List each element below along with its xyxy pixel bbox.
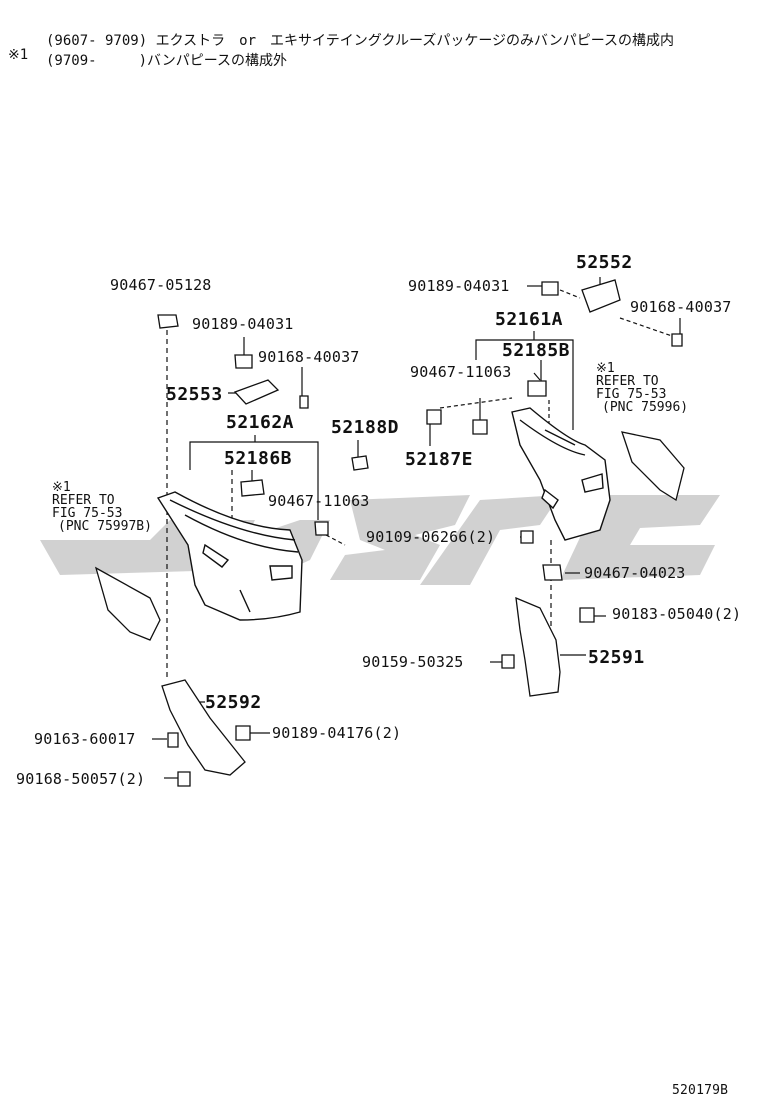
retainer-52188D: [351, 455, 369, 471]
part-label[interactable]: 52591: [588, 647, 645, 668]
ref-piece-right: [621, 431, 685, 502]
retainer-52187E: [426, 409, 442, 425]
part-label[interactable]: 90467-11063: [410, 363, 512, 381]
part-label[interactable]: 90109-06266(2): [366, 528, 496, 546]
leader: [533, 372, 541, 381]
leader: [439, 397, 513, 409]
ref-line: REFER TO: [52, 493, 115, 508]
ref-mark: ※1: [596, 361, 615, 376]
ref-mark: ※1: [52, 480, 71, 495]
bolt-90168-40037-left: [299, 395, 309, 409]
part-label[interactable]: 52187E: [405, 449, 474, 470]
part-label[interactable]: 52553: [166, 384, 223, 405]
part-label[interactable]: 90168-40037: [258, 348, 360, 366]
bolt-90168-50057: [177, 771, 191, 787]
retainer-52186B: [240, 479, 265, 497]
part-label[interactable]: 52186B: [224, 448, 293, 469]
part-label[interactable]: 90159-50325: [362, 653, 464, 671]
ref-line: FIG 75-53: [52, 506, 123, 521]
part-label[interactable]: 90168-50057(2): [16, 770, 146, 788]
ref-line: FIG 75-53: [596, 387, 667, 402]
part-label[interactable]: 90183-05040(2): [612, 605, 742, 623]
header-line-2: (9709- )バンパピースの構成外: [46, 53, 288, 69]
part-label[interactable]: 90467-11063: [268, 492, 370, 510]
ref-line: (PNC 75996): [602, 400, 689, 415]
part-label[interactable]: 90189-04176(2): [272, 724, 402, 742]
part-label[interactable]: 90189-04031: [192, 315, 294, 333]
leader: [325, 534, 346, 546]
bracket-52552: [581, 279, 621, 313]
retainer-52185B: [472, 419, 488, 435]
bracket-52591: [515, 596, 561, 697]
part-label[interactable]: 52162A: [226, 412, 295, 433]
bolt-90159-50325: [501, 654, 515, 669]
bumper-piece-right: [511, 407, 611, 541]
ref-note-left: ※1 REFER TO FIG 75-53 (PNC 75997B): [52, 481, 152, 533]
bumper-piece-left: [156, 491, 303, 621]
bracket-52162A: [189, 441, 319, 520]
clip-90467-11063-left: [314, 521, 329, 536]
nut-90189-04031-left: [234, 354, 253, 369]
leader: [619, 317, 673, 337]
nut-90189-04031-right: [541, 281, 559, 296]
part-label[interactable]: 52161A: [495, 309, 564, 330]
clip-90467-11063-right: [527, 380, 547, 397]
bolt-90168-40037-right: [671, 333, 683, 347]
part-label[interactable]: 52188D: [331, 417, 400, 438]
screw-90109-06266: [520, 530, 534, 544]
nut-90183-05040: [579, 607, 595, 623]
part-label[interactable]: 52592: [205, 692, 262, 713]
nut-90189-04176: [235, 725, 251, 741]
part-label[interactable]: 90467-04023: [584, 564, 686, 582]
leader: [559, 289, 581, 299]
header-mark: ※1: [8, 47, 29, 63]
ref-note-right: ※1 REFER TO FIG 75-53 (PNC 75996): [596, 362, 688, 414]
part-label[interactable]: 90189-04031: [408, 277, 510, 295]
part-label[interactable]: 52552: [576, 252, 633, 273]
figure-id: 520179B: [672, 1083, 729, 1098]
part-label[interactable]: 90168-40037: [630, 298, 732, 316]
ref-line: (PNC 75997B): [58, 519, 152, 534]
ref-piece-left: [94, 566, 161, 641]
part-label[interactable]: 52185B: [502, 340, 571, 361]
ref-line: REFER TO: [596, 374, 659, 389]
bracket-52161A: [475, 339, 574, 430]
clip-90467-04023: [542, 564, 563, 581]
bolt-90163-60017: [167, 732, 179, 748]
part-label[interactable]: 90467-05128: [110, 276, 212, 294]
bracket-52553: [233, 379, 280, 405]
clip-90467-05128: [157, 314, 179, 329]
header-line-1: (9607- 9709) エクストラ or エキサイテイングクルーズパッケージの…: [46, 33, 675, 49]
bracket-52592: [161, 679, 246, 776]
part-label[interactable]: 90163-60017: [34, 730, 136, 748]
